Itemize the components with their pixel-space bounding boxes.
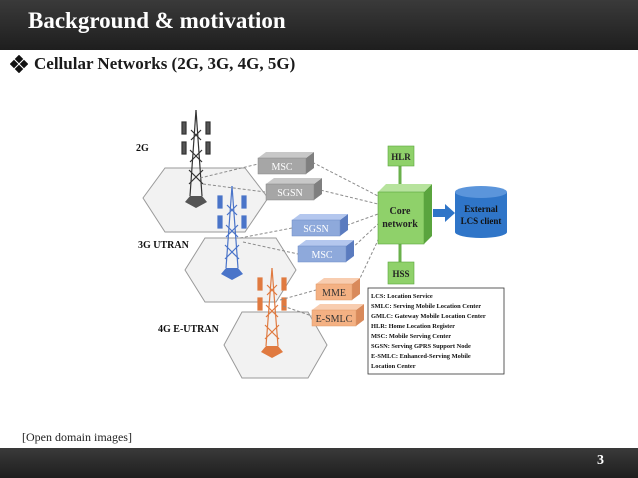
bullet-text: Cellular Networks (2G, 3G, 4G, 5G): [34, 54, 296, 73]
legend-box: LCS: Location Service SMLC: Serving Mobi…: [367, 287, 505, 375]
legend-line: Location Center: [371, 363, 416, 370]
sgsn-2g-label: SGSN: [277, 188, 303, 199]
sgsn-2g-node: SGSN: [265, 178, 322, 201]
label-3g-utran: 3G UTRAN: [138, 240, 190, 251]
sgsn-3g-node: SGSN: [291, 214, 348, 237]
hss-label: HSS: [392, 269, 409, 279]
sgsn-3g-label: SGSN: [303, 224, 329, 235]
mme-node: MME: [315, 278, 360, 301]
external-lcs-client-node: External LCS client: [455, 186, 507, 238]
esmlc-node: E-SMLC: [311, 304, 364, 327]
msc-2g-label: MSC: [271, 162, 292, 173]
legend-line: SGSN: Serving GPRS Support Node: [371, 343, 471, 350]
bullet-item: Cellular Networks (2G, 3G, 4G, 5G): [10, 54, 295, 74]
legend-line: LCS: Location Service: [371, 293, 433, 300]
legend-line: GMLC: Gateway Mobile Location Center: [371, 313, 486, 320]
title-bar: Background & motivation: [0, 0, 638, 50]
label-4g-eutran: 4G E-UTRAN: [158, 324, 220, 335]
hlr-node: HLR: [387, 145, 415, 167]
core-label-line2: network: [382, 219, 418, 230]
legend-line: E-SMLC: Enhanced-Serving Mobile: [371, 353, 471, 360]
cell-2g-hexagon: [142, 167, 269, 233]
core-label-line1: Core: [390, 206, 411, 217]
footer-bar: 3: [0, 448, 638, 478]
core-network-node: Core network: [377, 184, 432, 245]
page-number: 3: [597, 453, 604, 468]
core-to-external-arrow: [433, 204, 455, 222]
tower-2g-icon: [181, 109, 211, 208]
slide-title: Background & motivation: [28, 8, 286, 33]
hss-node: HSS: [387, 261, 415, 285]
tower-node-links: [199, 163, 317, 317]
msc-3g-label: MSC: [311, 250, 332, 261]
msc-2g-node: MSC: [257, 152, 314, 175]
tower-4g-icon: [257, 267, 287, 358]
esmlc-label: E-SMLC: [316, 314, 353, 325]
external-label-line2: LCS client: [461, 216, 502, 226]
tower-3g-icon: [217, 185, 247, 280]
cell-3g-hexagon: [184, 237, 297, 303]
image-source-caption: [Open domain images]: [22, 430, 132, 444]
legend-line: SMLC: Serving Mobile Location Center: [371, 303, 481, 310]
mme-label: MME: [322, 288, 346, 299]
label-2g: 2G: [136, 143, 149, 154]
legend-line: HLR: Home Location Register: [371, 323, 455, 330]
legend-line: MSC: Mobile Serving Center: [371, 333, 451, 340]
external-label-line1: External: [464, 204, 498, 214]
diamond-bullet-icon: [10, 55, 28, 73]
cell-4g-hexagon: [223, 311, 328, 379]
msc-3g-node: MSC: [297, 240, 354, 263]
hlr-label: HLR: [391, 152, 411, 162]
